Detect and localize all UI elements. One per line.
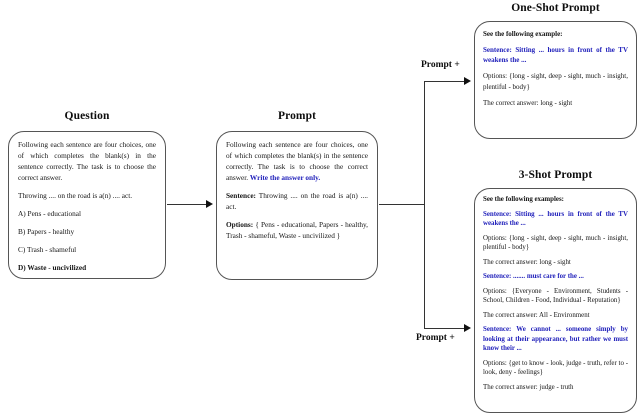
three-shot-example-2-answer: The correct answer: All - Environment bbox=[483, 311, 590, 319]
prompt-options-text: { Pens - educational, Papers - healthy, … bbox=[226, 219, 368, 240]
one-shot-example-1-answer: The correct answer: long - sight bbox=[483, 98, 573, 107]
prompt-options-label: Options: bbox=[226, 219, 254, 229]
three-shot-example-3-answer: The correct answer: judge - truth bbox=[483, 383, 574, 391]
arrowhead-one-shot bbox=[464, 76, 471, 85]
prompt-sentence-text: Throwing .... on the road is a(n) .... a… bbox=[226, 190, 368, 211]
three-shot-example-2-sentence: Sentence: ....... must care for the ... bbox=[483, 273, 584, 281]
connector-label-one-shot: Prompt + bbox=[421, 60, 460, 70]
prompt-options: Options: { Pens - educational, Papers - … bbox=[226, 220, 368, 242]
three-shot-example-1-answer: The correct answer: long - sight bbox=[483, 258, 571, 266]
question-intro: Following each sentence are four choices… bbox=[18, 140, 156, 182]
one-shot-box: See the following example: Sentence: Sit… bbox=[474, 21, 637, 139]
one-shot-intro: See the following example: bbox=[483, 30, 563, 38]
three-shot-example-2-options: Options: {Everyone - Environment, Studen… bbox=[483, 287, 628, 305]
three-shot-example-1-sentence: Sentence: Sitting ... hours in front of … bbox=[483, 210, 628, 228]
one-shot-example-1-options: Options: {long - sight, deep - sight, mu… bbox=[483, 72, 628, 91]
question-heading: Question bbox=[64, 110, 110, 122]
question-choice-b: B) Papers - healthy bbox=[18, 226, 75, 236]
prompt-intro-highlight: Write the answer only. bbox=[249, 172, 321, 182]
one-shot-box-content: See the following example: Sentence: Sit… bbox=[475, 22, 636, 115]
prompt-sentence: Sentence: Throwing .... on the road is a… bbox=[226, 191, 368, 213]
question-sentence: Throwing .... on the road is a(n) .... a… bbox=[18, 190, 133, 200]
three-shot-box: See the following examples: Sentence: Si… bbox=[474, 188, 637, 413]
question-box: Following each sentence are four choices… bbox=[8, 131, 166, 279]
one-shot-heading: One-Shot Prompt bbox=[511, 2, 600, 14]
one-shot-example-1-sentence: Sentence: Sitting ... hours in front of … bbox=[483, 46, 628, 65]
question-choice-c: C) Trash - shameful bbox=[18, 244, 77, 254]
three-shot-box-content: See the following examples: Sentence: Si… bbox=[475, 189, 636, 396]
connector-to-three-shot bbox=[424, 328, 466, 329]
connector-label-three-shot: Prompt + bbox=[416, 333, 455, 343]
three-shot-example-3-sentence: Sentence: We cannot ... someone simply b… bbox=[483, 326, 628, 353]
three-shot-example-3-options: Options: {get to know - look, judge - tr… bbox=[483, 359, 628, 377]
arrowhead-question-to-prompt bbox=[206, 199, 213, 208]
question-box-content: Following each sentence are four choices… bbox=[9, 132, 165, 278]
connector-to-one-shot bbox=[424, 81, 466, 82]
prompt-heading: Prompt bbox=[277, 110, 317, 122]
prompt-intro: Following each sentence are four choices… bbox=[226, 140, 368, 184]
three-shot-example-1-options: Options: {long - sight, deep - sight, mu… bbox=[483, 234, 628, 252]
prompt-sentence-label: Sentence: bbox=[226, 190, 256, 200]
prompt-intro-text: Following each sentence are four choices… bbox=[226, 140, 368, 182]
question-choice-a: A) Pens - educational bbox=[18, 208, 82, 218]
connector-prompt-trunk bbox=[379, 204, 425, 205]
connector-split-vertical bbox=[424, 81, 425, 329]
three-shot-intro: See the following examples: bbox=[483, 196, 564, 203]
arrowhead-three-shot bbox=[464, 323, 471, 332]
prompt-box: Following each sentence are four choices… bbox=[216, 131, 378, 280]
question-choice-d: D) Waste - uncivilized bbox=[18, 262, 87, 272]
prompt-box-content: Following each sentence are four choices… bbox=[217, 132, 377, 248]
connector-question-to-prompt bbox=[167, 204, 207, 205]
three-shot-heading: 3-Shot Prompt bbox=[518, 169, 593, 181]
